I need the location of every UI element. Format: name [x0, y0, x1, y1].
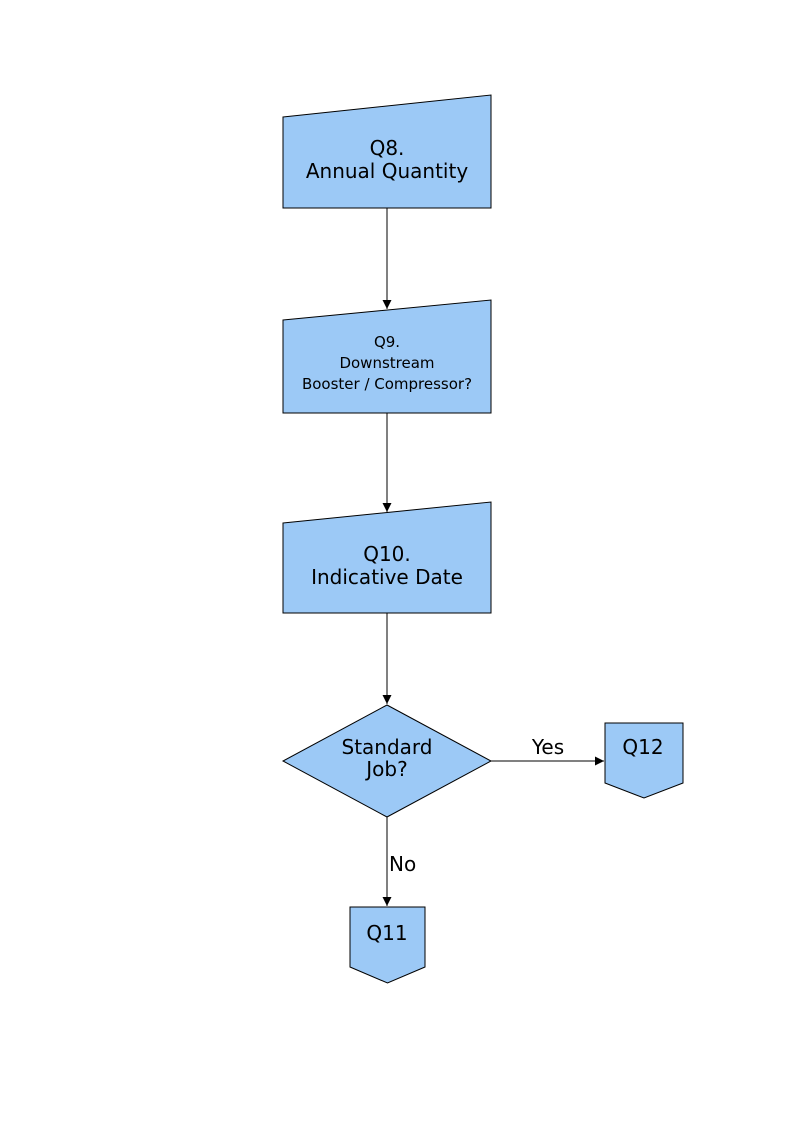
q8-label-line1: Q8.	[370, 136, 405, 160]
q12-label: Q12	[622, 735, 663, 759]
q10-label-line2: Indicative Date	[311, 565, 463, 589]
standard-job-label-line1: Standard	[342, 735, 433, 759]
q10-shape	[282, 501, 492, 614]
q9-shape	[282, 299, 492, 414]
q10-label-line1: Q10.	[363, 542, 411, 566]
edge-label-no: No	[389, 852, 416, 876]
q12-shape	[604, 722, 684, 799]
q9-label-line2: Downstream	[339, 354, 434, 372]
standard-job-label-line2: Job?	[364, 757, 407, 781]
node-q10: Q10. Indicative Date	[282, 501, 492, 614]
node-standard-job-decision: Standard Job?	[281, 704, 493, 818]
q11-shape	[349, 906, 426, 984]
q9-label-line1: Q9.	[374, 333, 400, 351]
node-q12: Q12	[604, 722, 684, 799]
q9-label-line3: Booster / Compressor?	[302, 375, 472, 393]
q8-label-line2: Annual Quantity	[306, 159, 468, 183]
q8-shape	[282, 94, 492, 209]
node-q9: Q9. Downstream Booster / Compressor?	[282, 299, 492, 414]
q11-label: Q11	[366, 921, 407, 945]
edge-label-yes: Yes	[531, 735, 564, 759]
node-q11: Q11	[349, 906, 426, 984]
node-q8: Q8. Annual Quantity	[282, 94, 492, 209]
